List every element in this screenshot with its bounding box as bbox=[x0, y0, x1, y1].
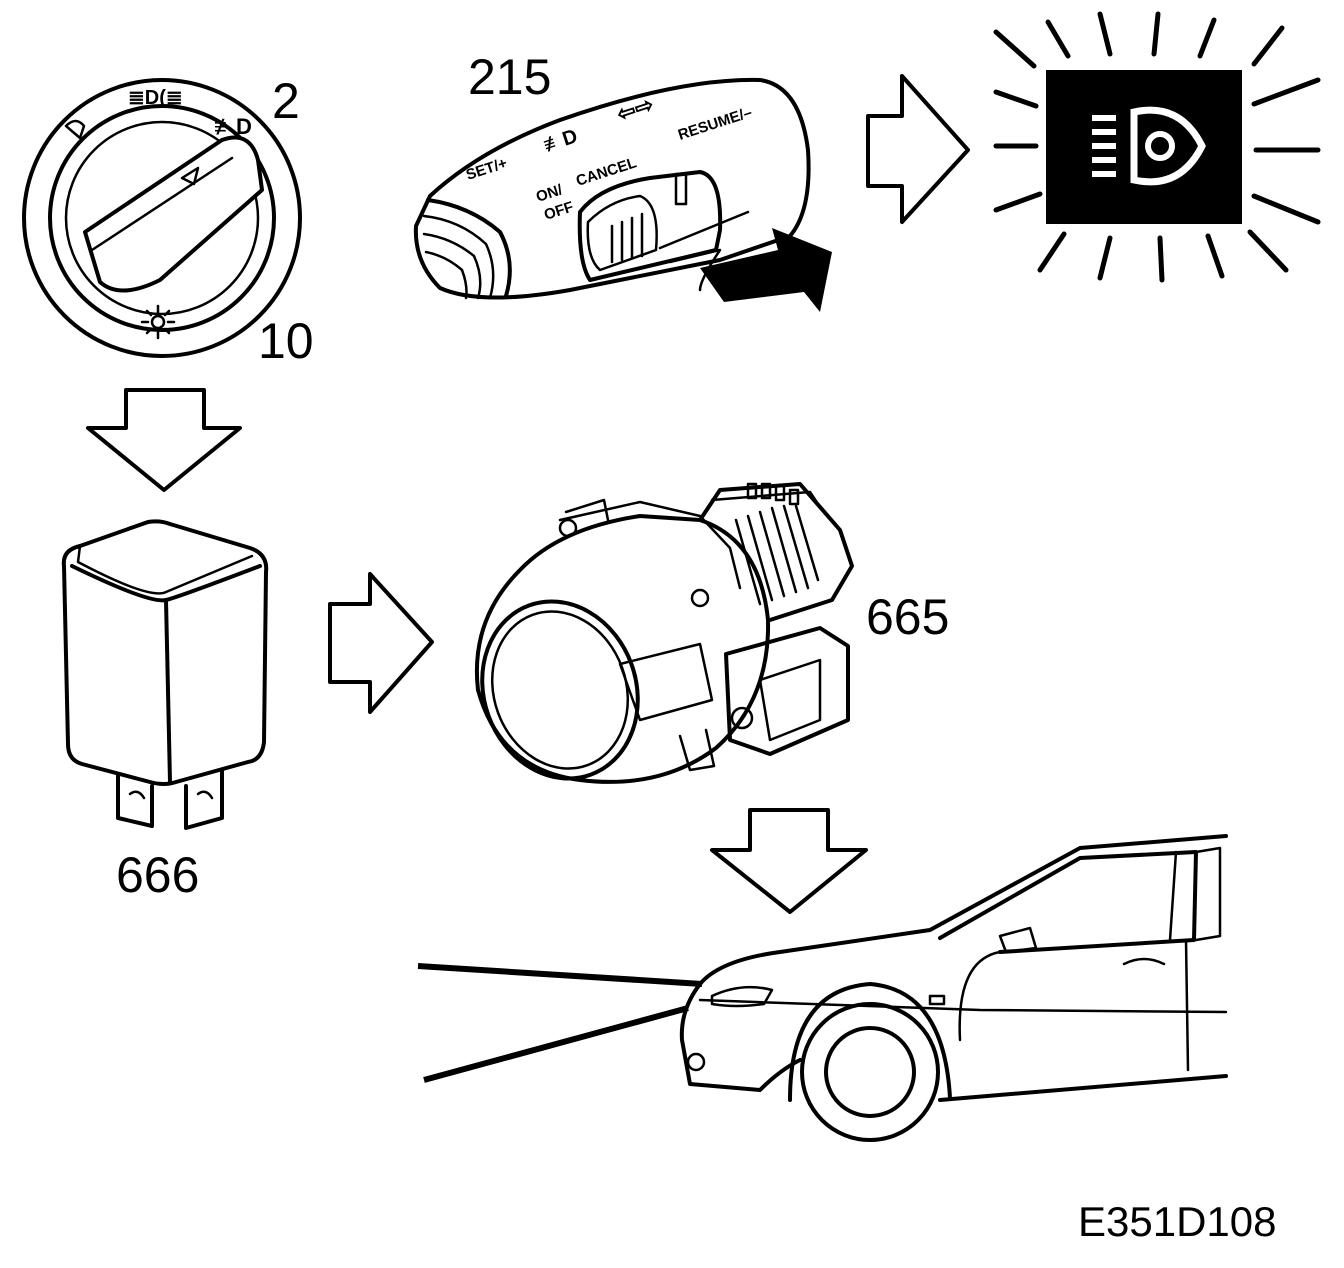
stalk-label: 215 bbox=[468, 49, 551, 105]
light-switch-icon: ≣D(≣ ≢D bbox=[22, 78, 302, 358]
arrow-icon bbox=[866, 74, 970, 224]
relay-icon bbox=[61, 519, 269, 830]
stalk-set-label: SET/+ bbox=[464, 155, 510, 184]
sun-icon bbox=[140, 304, 176, 340]
foglamp-label: 665 bbox=[866, 589, 949, 645]
stalk-fog-symbol: ≢D bbox=[541, 125, 581, 157]
relay-label: 666 bbox=[116, 847, 199, 903]
car-front-icon bbox=[417, 834, 1228, 1142]
switch-label: 2 bbox=[272, 73, 300, 129]
arrow-icon bbox=[328, 572, 434, 714]
arrow-icon bbox=[86, 388, 242, 492]
fog-lamp-unit-icon bbox=[474, 482, 854, 784]
figure-code: E351D108 bbox=[1078, 1198, 1277, 1245]
stalk-resume-label: RESUME/– bbox=[676, 104, 754, 144]
dial-symbol-parking: ≣D(≣ bbox=[128, 87, 183, 109]
arrow-icon bbox=[710, 808, 868, 914]
switch-lower-label: 10 bbox=[258, 313, 314, 369]
fog-warning-lamp-icon bbox=[993, 11, 1321, 283]
stalk-indicator-symbol: ⇦⇨ bbox=[614, 92, 657, 127]
stalk-icon: SET/+ CANCEL RESUME/– ON/ OFF ≢D ⇦⇨ bbox=[413, 77, 832, 312]
dial-symbol-fog: ≢D bbox=[214, 114, 252, 139]
